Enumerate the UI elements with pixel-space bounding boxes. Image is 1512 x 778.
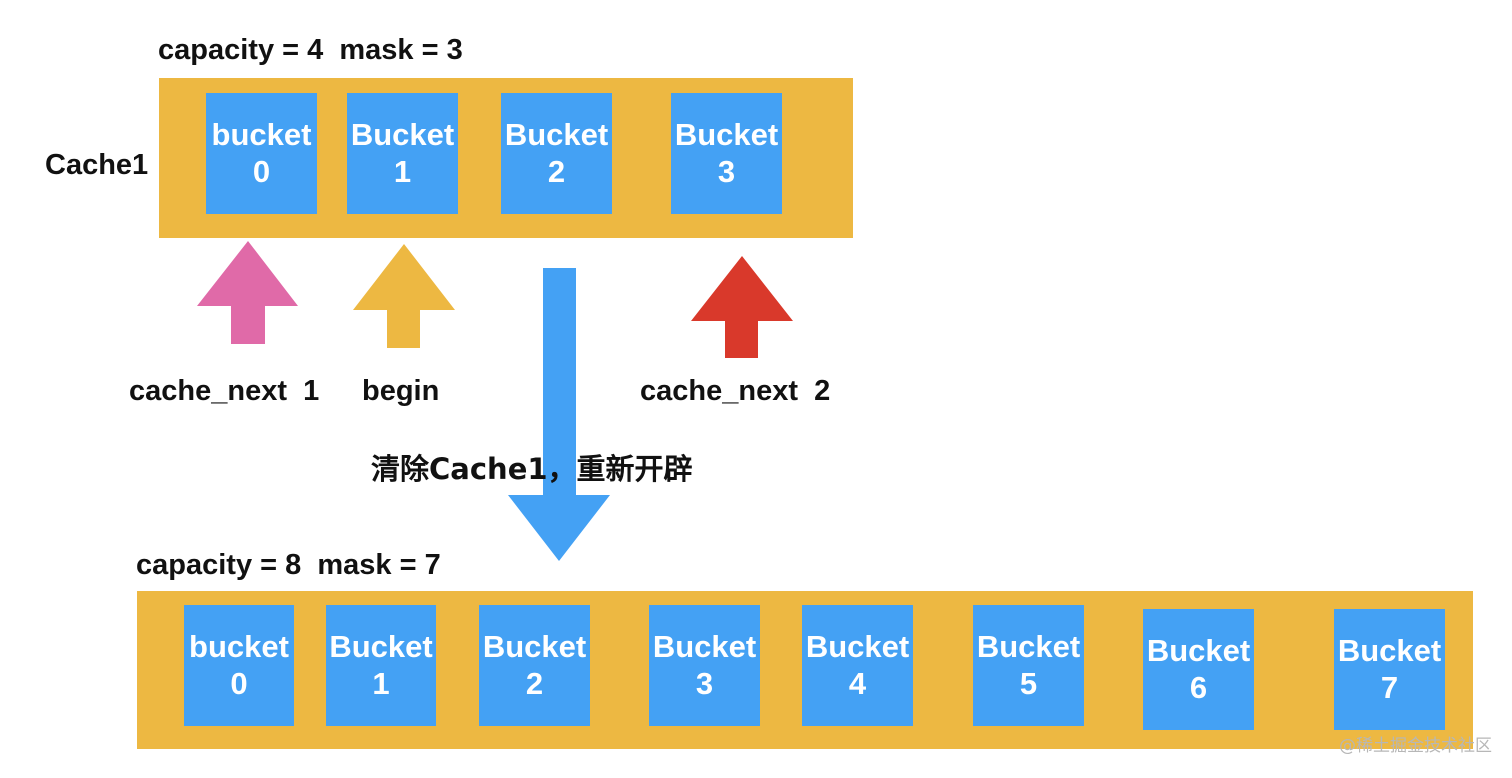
pointer-label-cache-next-1: cache_next 1 bbox=[129, 375, 320, 407]
bottom-bucket-5: Bucket 5 bbox=[973, 605, 1084, 726]
down-arrow-icon bbox=[508, 268, 610, 561]
bucket-index: 7 bbox=[1380, 669, 1399, 705]
bottom-bucket-7: Bucket 7 bbox=[1334, 609, 1445, 730]
bucket-index: 5 bbox=[1019, 665, 1038, 701]
top-bucket-3: Bucket 3 bbox=[671, 93, 782, 214]
bucket-index: 0 bbox=[230, 665, 248, 701]
bottom-bucket-1: Bucket 1 bbox=[326, 605, 436, 726]
bucket-word: Bucket bbox=[504, 116, 609, 152]
bucket-word: Bucket bbox=[350, 116, 455, 152]
bucket-index: 1 bbox=[393, 153, 412, 189]
bottom-bucket-2: Bucket 2 bbox=[479, 605, 590, 726]
bucket-word: Bucket bbox=[652, 628, 757, 664]
bottom-capacity-label: capacity = 8 mask = 7 bbox=[136, 549, 441, 581]
bucket-word: bucket bbox=[189, 628, 289, 664]
bucket-index: 0 bbox=[252, 153, 271, 189]
up-arrow-icon bbox=[353, 244, 455, 348]
pointer-label-cache-next-2: cache_next 2 bbox=[640, 375, 831, 407]
bucket-word: Bucket bbox=[1146, 632, 1251, 668]
watermark: @稀土掘金技术社区 bbox=[1339, 736, 1492, 756]
top-bucket-0: bucket 0 bbox=[206, 93, 317, 214]
bucket-index: 2 bbox=[547, 153, 566, 189]
top-bucket-2: Bucket 2 bbox=[501, 93, 612, 214]
bucket-index: 3 bbox=[717, 153, 736, 189]
up-arrow-icon bbox=[197, 241, 298, 344]
bucket-word: Bucket bbox=[674, 116, 779, 152]
transition-text: 清除Cache1，重新开辟 bbox=[371, 452, 693, 486]
bucket-word: bucket bbox=[211, 116, 312, 152]
bucket-index: 1 bbox=[372, 665, 390, 701]
bucket-index: 2 bbox=[525, 665, 544, 701]
top-bucket-1: Bucket 1 bbox=[347, 93, 458, 214]
bucket-word: Bucket bbox=[805, 628, 910, 664]
up-arrow-icon bbox=[691, 256, 793, 358]
bucket-index: 3 bbox=[695, 665, 714, 701]
bucket-word: Bucket bbox=[329, 628, 433, 664]
bucket-word: Bucket bbox=[1337, 632, 1442, 668]
bucket-index: 6 bbox=[1189, 669, 1208, 705]
pointer-label-begin: begin bbox=[362, 375, 440, 407]
bottom-bucket-6: Bucket 6 bbox=[1143, 609, 1254, 730]
bottom-bucket-3: Bucket 3 bbox=[649, 605, 760, 726]
bucket-word: Bucket bbox=[482, 628, 587, 664]
bucket-word: Bucket bbox=[976, 628, 1081, 664]
top-capacity-label: capacity = 4 mask = 3 bbox=[158, 34, 463, 66]
bottom-bucket-0: bucket 0 bbox=[184, 605, 294, 726]
bucket-index: 4 bbox=[848, 665, 867, 701]
bottom-bucket-4: Bucket 4 bbox=[802, 605, 913, 726]
cache1-label: Cache1 bbox=[45, 149, 149, 181]
